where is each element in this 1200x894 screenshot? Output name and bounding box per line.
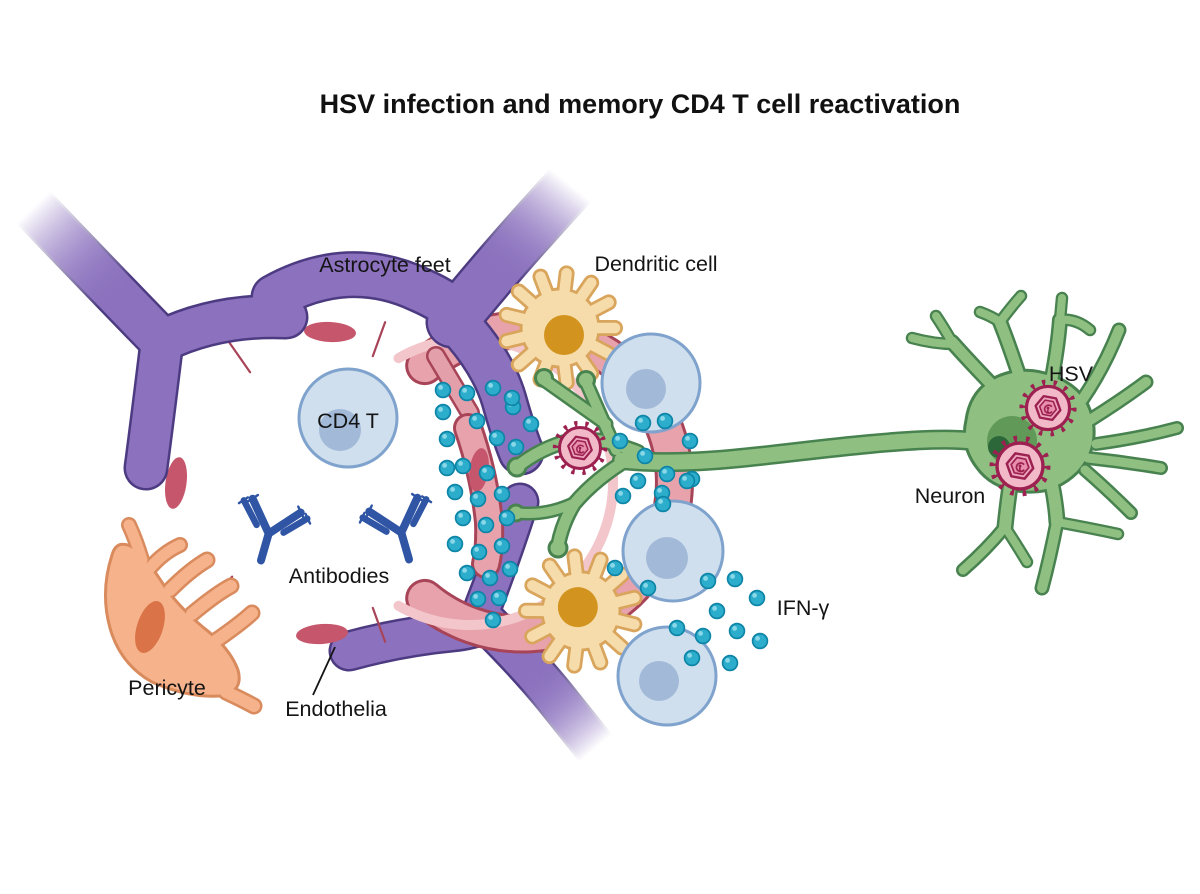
endothelia-leader-line: [312, 646, 336, 696]
dendritic-cell-label: Dendritic cell: [594, 252, 717, 276]
ifn-gamma-label: IFN-γ: [777, 596, 830, 620]
dendritic-nucleus: [544, 315, 584, 355]
cd4-t-cell-in-vessel: CD4 T: [297, 367, 399, 469]
endothelial-nuclei: [164, 321, 356, 645]
pericyte-cell: [103, 517, 263, 715]
endothelia-label: Endothelia: [285, 697, 387, 721]
cd4-t-cell-outer-middle: [621, 499, 725, 603]
antibody-left: [225, 491, 313, 571]
cd4-nucleus: [639, 661, 679, 701]
dendritic-nucleus: [557, 587, 598, 628]
cd4-nucleus: [646, 537, 688, 579]
hsv-label: HSV: [1049, 362, 1094, 386]
neuron-label: Neuron: [915, 484, 986, 508]
pericyte-nucleus: [135, 601, 165, 653]
figure-title: HSV infection and memory CD4 T cell reac…: [320, 89, 961, 119]
hsv-virion-terminal: [552, 420, 608, 476]
antibodies-label: Antibodies: [289, 564, 389, 588]
dendritic-cell-upper: [507, 273, 615, 382]
astrocyte-feet-label: Astrocyte feet: [319, 253, 450, 277]
cd4-t-label: CD4 T: [317, 409, 379, 433]
pericyte-label: Pericyte: [128, 676, 206, 700]
cd4-t-cell-outer-top: [600, 332, 702, 434]
dendritic-cell-lower: [516, 545, 648, 677]
cd4-nucleus: [626, 369, 666, 409]
cd4-nucleus: [319, 409, 361, 451]
antibody-right: [356, 490, 444, 570]
